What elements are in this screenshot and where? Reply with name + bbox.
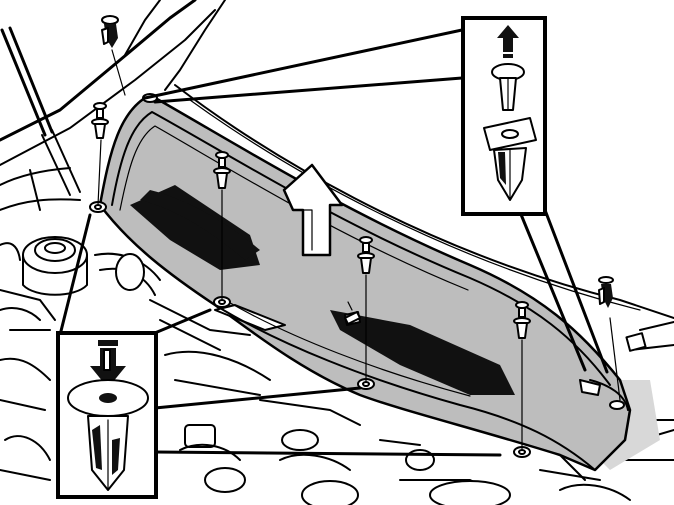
push-clip: [213, 151, 231, 301]
cowl-panel: [89, 93, 660, 481]
push-clip: [357, 236, 375, 383]
push-clip: [598, 276, 621, 401]
push-clip: [101, 15, 126, 96]
clip-removal-inset: [143, 16, 609, 374]
clip-install-inset: [56, 213, 502, 499]
push-clip: [513, 301, 531, 451]
lift-direction-arrow-icon: [282, 163, 344, 257]
push-clip: [91, 102, 109, 206]
push-clips: [91, 15, 621, 451]
push-clip: [344, 301, 361, 325]
arrow-down-icon: [90, 340, 126, 388]
arrow-up-icon: [497, 25, 519, 58]
